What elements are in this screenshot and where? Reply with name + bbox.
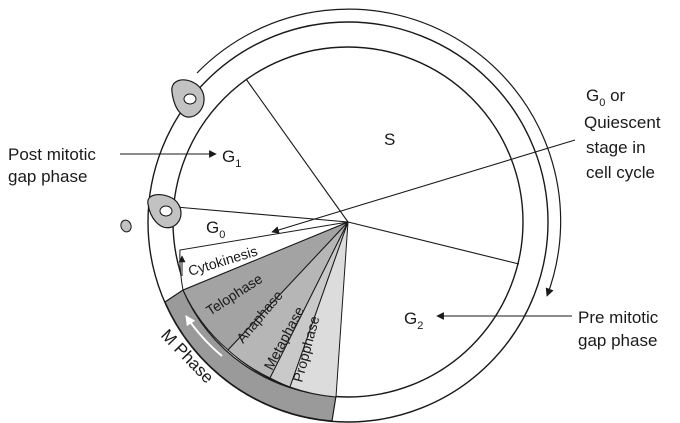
label-g2-main: G — [404, 309, 417, 328]
post-mitotic-line-2: gap phase — [8, 167, 87, 186]
m-phase-flow-arrow — [185, 315, 223, 357]
label-s: S — [384, 130, 395, 149]
g0-title-sub: 0 — [599, 97, 605, 109]
annotation-pre-mitotic: Pre mitotic gap phase — [578, 308, 663, 350]
cell-icon-middle — [147, 194, 182, 229]
divider-g1-g0 — [175, 206, 349, 223]
wedge-propphase — [289, 221, 349, 398]
cell-icon-top — [171, 79, 205, 118]
g0-line-1: Quiescent — [584, 113, 661, 132]
label-g2: G2 — [404, 309, 423, 332]
divider-s-g2 — [347, 221, 520, 265]
label-g1: G1 — [222, 147, 241, 170]
g0-line-2: stage in — [586, 138, 646, 157]
m-phase-band — [164, 289, 337, 422]
annotation-g0-title: G0 or — [586, 86, 626, 109]
label-g0-sub: 0 — [219, 229, 225, 241]
label-g1-sub: 1 — [235, 158, 241, 170]
g0-line-3: cell cycle — [586, 163, 655, 182]
post-mitotic-line-1: Post mitotic — [8, 145, 96, 164]
annotation-g0-quiescent: Quiescent stage in cell cycle — [584, 113, 665, 182]
annotation-post-mitotic: Post mitotic gap phase — [8, 145, 101, 186]
g0-pointer-arrow — [271, 139, 576, 234]
g0-title-tail: or — [605, 86, 625, 105]
divider-g1-s — [245, 78, 349, 223]
wedge-cytokinesis — [179, 221, 349, 291]
pre-mitotic-line-2: gap phase — [578, 331, 657, 350]
label-g0-main: G — [206, 218, 219, 237]
outer-cycle-arrow — [196, 8, 562, 297]
small-cell-icon — [120, 219, 132, 233]
label-g2-sub: 2 — [417, 320, 423, 332]
g0-title-main: G — [586, 86, 599, 105]
label-g0: G0 — [206, 218, 225, 241]
label-g1-main: G — [222, 147, 235, 166]
pre-mitotic-line-1: Pre mitotic — [578, 308, 659, 327]
